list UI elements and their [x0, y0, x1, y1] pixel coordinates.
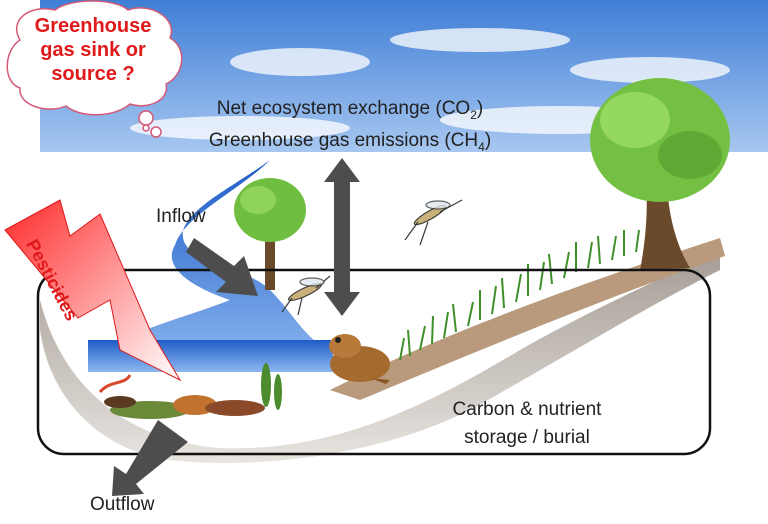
tree-icon	[590, 78, 730, 270]
flux-line-co2: Net ecosystem exchange (CO2)	[150, 96, 550, 128]
reed-plant-icon	[261, 363, 282, 410]
cloud-bubble-icon	[6, 0, 183, 138]
cloud-line-1: Greenhouse	[34, 15, 152, 37]
flux-double-arrow	[324, 158, 360, 316]
flux-line2-close: )	[484, 129, 492, 151]
bank-slope	[330, 238, 725, 400]
mosquito-icon	[281, 275, 331, 316]
storage-frame	[36, 268, 712, 456]
flux-line-ch4: Greenhouse gas emissions (CH4)	[150, 128, 550, 160]
cloud-line-2: gas sink or	[40, 39, 146, 61]
flux-line1-close: )	[476, 98, 484, 119]
frog-icon	[329, 334, 390, 384]
storage-label: Carbon & nutrient storage / burial	[418, 396, 636, 452]
mosquito-icon	[404, 199, 463, 246]
detritus-layer	[98, 374, 265, 419]
flux-line2-text: Greenhouse gas emissions (CH	[208, 129, 479, 151]
flux-line1-text: Net ecosystem exchange (CO	[216, 98, 471, 119]
grass-strip	[399, 229, 640, 361]
flux-line1-sub: 2	[470, 107, 477, 122]
cloud-line-3: source ?	[51, 63, 135, 85]
flux-label: Net ecosystem exchange (CO2) Greenhouse …	[150, 96, 550, 160]
storage-line-1: Carbon & nutrient	[452, 399, 602, 420]
flux-line2-sub: 4	[478, 139, 485, 154]
inflow-arrow	[186, 238, 258, 296]
outflow-arrow	[112, 420, 188, 496]
lightning-bolt-icon	[4, 199, 182, 382]
inflow-label: Inflow	[156, 206, 206, 227]
outflow-label: Outflow	[90, 494, 155, 515]
tree-icon	[234, 178, 306, 290]
storage-line-2: storage / burial	[464, 427, 590, 448]
cloud-bubble-text: Greenhouse gas sink or source ?	[18, 14, 168, 86]
